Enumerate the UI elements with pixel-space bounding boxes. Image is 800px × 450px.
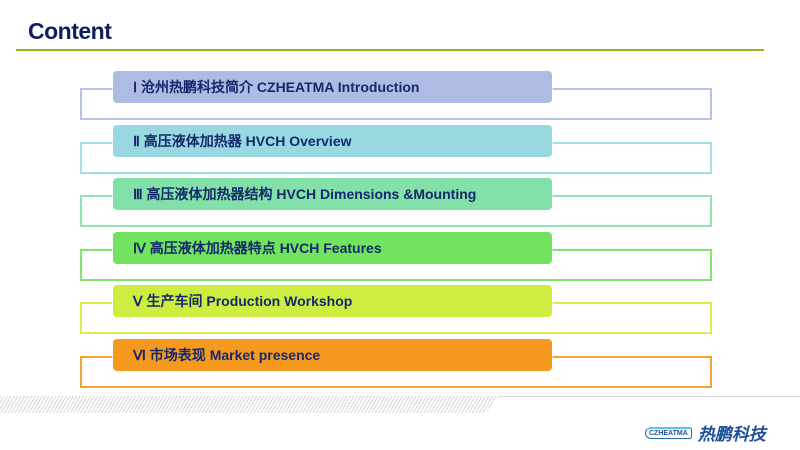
- item-label[interactable]: Ⅱ 高压液体加热器 HVCH Overview: [113, 124, 552, 157]
- item-label[interactable]: Ⅰ 沧州热鹏科技简介 CZHEATMA Introduction: [113, 71, 552, 103]
- content-item[interactable]: Ⅱ 高压液体加热器 HVCH Overview: [80, 124, 712, 181]
- item-label[interactable]: Ⅴ 生产车间 Production Workshop: [113, 285, 552, 318]
- footer-hatch-decoration: [0, 396, 500, 413]
- content-item[interactable]: Ⅳ 高压液体加热器特点 HVCH Features: [80, 231, 712, 288]
- content-item[interactable]: Ⅲ 高压液体加热器结构 HVCH Dimensions &Mounting: [80, 178, 712, 234]
- content-item[interactable]: Ⅵ 市场表现 Market presence: [80, 339, 712, 395]
- content-item[interactable]: Ⅰ 沧州热鹏科技简介 CZHEATMA Introduction: [80, 71, 712, 127]
- item-label[interactable]: Ⅲ 高压液体加热器结构 HVCH Dimensions &Mounting: [113, 178, 552, 211]
- page-title: Content: [28, 18, 112, 44]
- logo-chinese-name: 热鹏科技: [697, 425, 766, 445]
- company-logo: CZHEATMA 热鹏科技: [645, 420, 766, 445]
- item-label[interactable]: Ⅵ 市场表现 Market presence: [113, 339, 552, 371]
- logo-badge: CZHEATMA: [645, 426, 692, 439]
- content-item[interactable]: Ⅴ 生产车间 Production Workshop: [80, 285, 712, 341]
- item-label[interactable]: Ⅳ 高压液体加热器特点 HVCH Features: [113, 231, 552, 264]
- title-divider: [16, 49, 764, 51]
